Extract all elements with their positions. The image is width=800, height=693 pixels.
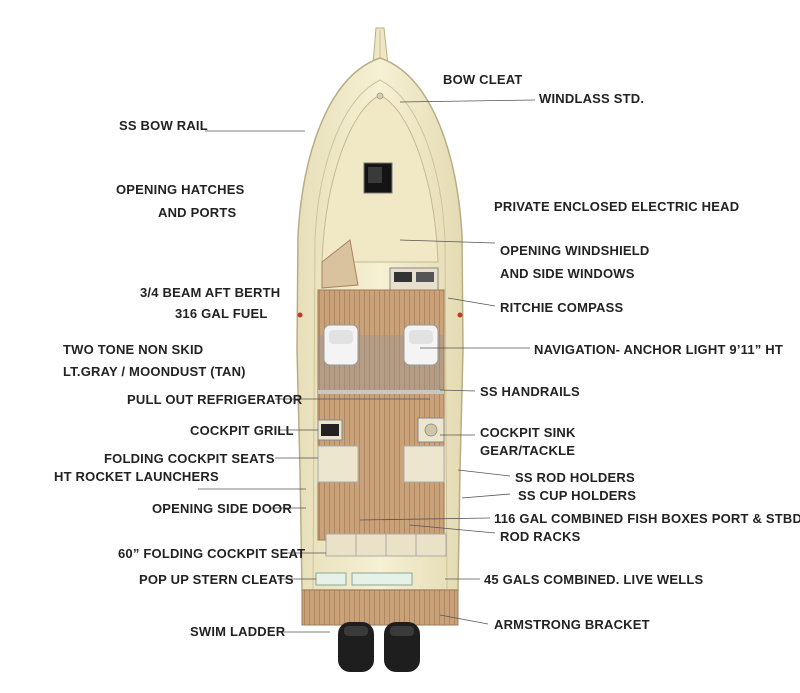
label-hatches-1: OPENING HATCHES	[116, 182, 245, 197]
label-berth: 3/4 BEAM AFT BERTH	[140, 285, 281, 300]
label-bow-cleat: BOW CLEAT	[443, 72, 523, 87]
label-windlass: WINDLASS STD.	[539, 91, 645, 106]
live-well-port	[315, 572, 347, 586]
label-compass: RITCHIE COMPASS	[500, 300, 624, 315]
label-windshield-1: OPENING WINDSHIELD	[500, 243, 650, 258]
label-live-wells: 45 GALS COMBINED. LIVE WELLS	[484, 572, 704, 587]
stern-seat	[325, 533, 447, 557]
folding-seat-port	[317, 445, 359, 483]
port-light	[297, 312, 303, 318]
swim-platform	[301, 589, 459, 626]
label-rod-holders: SS ROD HOLDERS	[515, 470, 635, 485]
label-folding-seats: FOLDING COCKPIT SEATS	[104, 451, 275, 466]
outboard-engines	[338, 622, 420, 672]
label-nonskid-1: TWO TONE NON SKID	[63, 342, 204, 357]
helm-seat-port	[323, 324, 359, 366]
label-swim-ladder: SWIM LADDER	[190, 624, 286, 639]
label-handrails: SS HANDRAILS	[480, 384, 580, 399]
label-stern-seat: 60” FOLDING COCKPIT SEAT	[118, 546, 306, 561]
label-rod-racks: ROD RACKS	[500, 529, 581, 544]
label-fuel: 316 GAL FUEL	[175, 306, 268, 321]
label-windshield-2: AND SIDE WINDOWS	[500, 266, 635, 281]
label-hatches-2: AND PORTS	[158, 205, 237, 220]
label-cup-holders: SS CUP HOLDERS	[518, 488, 637, 503]
helm-seat-stbd	[403, 324, 439, 366]
live-well-stbd	[351, 572, 413, 586]
companionway	[321, 239, 359, 289]
deck-line	[312, 79, 448, 591]
label-gear: GEAR/TACKLE	[480, 443, 576, 458]
folding-seat-stbd	[403, 445, 445, 483]
label-fish-boxes: 116 GAL COMBINED FISH BOXES PORT & STBD	[494, 511, 800, 526]
label-bow-rail: SS BOW RAIL	[119, 118, 208, 133]
windlass-dot	[376, 92, 384, 100]
label-bracket: ARMSTRONG BRACKET	[494, 617, 650, 632]
stbd-light	[457, 312, 463, 318]
label-nonskid-2: LT.GRAY / MOONDUST (TAN)	[63, 364, 246, 379]
label-head: PRIVATE ENCLOSED ELECTRIC HEAD	[494, 199, 740, 214]
label-rocket: HT ROCKET LAUNCHERS	[54, 469, 219, 484]
label-stern-cleats: POP UP STERN CLEATS	[139, 572, 294, 587]
label-refrigerator: PULL OUT REFRIGERATOR	[127, 392, 303, 407]
label-side-door: OPENING SIDE DOOR	[152, 501, 292, 516]
label-grill: COCKPIT GRILL	[190, 423, 294, 438]
label-nav-light: NAVIGATION- ANCHOR LIGHT 9’11” HT	[534, 342, 784, 357]
label-sink: COCKPIT SINK	[480, 425, 576, 440]
leader-lines	[198, 99, 536, 633]
